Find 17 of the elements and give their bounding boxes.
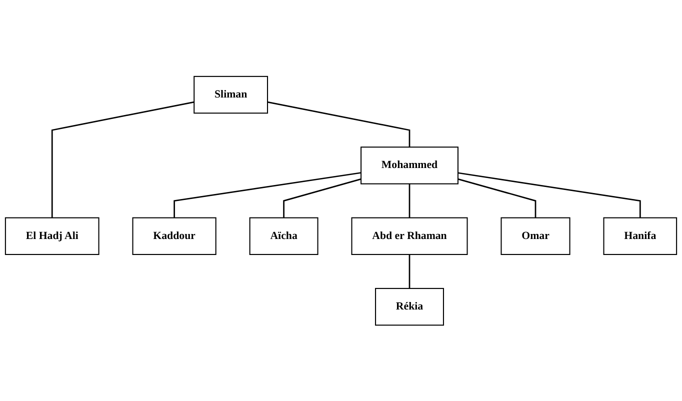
connector [51,101,194,218]
node-box: Omar [500,216,570,255]
connector [267,101,410,147]
node-box: Mohammed [360,146,458,184]
node-box: Kaddour [132,216,216,255]
connector [458,178,536,218]
connector [408,184,410,218]
connector [458,172,641,218]
node-box: Rékia [375,288,444,326]
node-box: Abd er Rhaman [351,216,468,255]
node-box: Hanifa [603,216,678,255]
node-box: Aïcha [249,216,318,255]
connector [408,254,410,288]
connector [174,172,362,218]
node-box: Sliman [194,76,268,114]
connector [283,178,362,218]
node-box: El Hadj Ali [4,216,100,255]
